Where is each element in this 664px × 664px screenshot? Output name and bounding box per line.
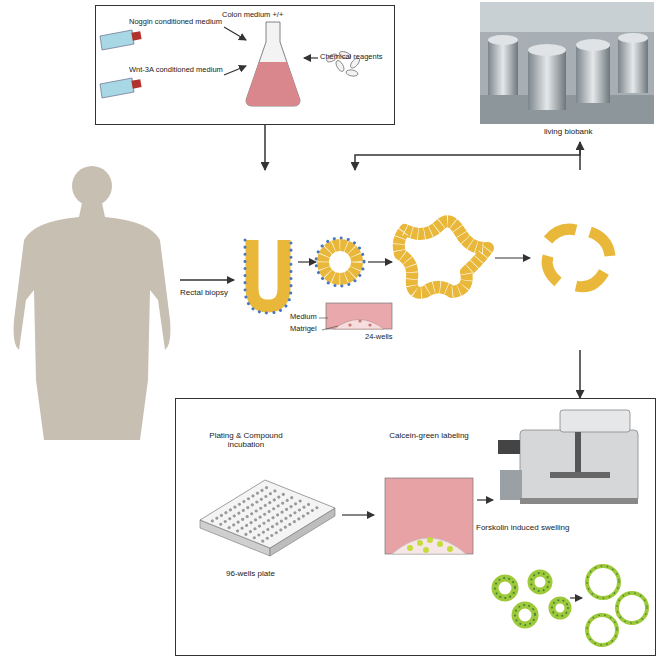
node-text: 24-wells [365, 333, 393, 342]
node-text: Wnt-3A conditioned medium [129, 66, 223, 75]
biobank-node: living biobank [478, 0, 656, 142]
well-dish [326, 303, 392, 329]
node-text: Plating & Compound incubation [196, 431, 296, 449]
flow-arrow [264, 125, 266, 170]
node-text: living biobank [544, 127, 592, 136]
flask [246, 22, 300, 106]
human-silhouette [14, 166, 171, 440]
flow-arrow [355, 142, 580, 170]
well-plate [200, 480, 335, 556]
node-text: 96-wells plate [226, 569, 275, 578]
screening-box: Plating & Compound incubation 96-wells pl… [175, 398, 656, 656]
crypt [245, 240, 291, 313]
bottle [100, 30, 142, 98]
node-text: Forskolin induced swelling [476, 523, 569, 532]
flow-arrow [579, 350, 581, 398]
node-text: Colon medium +/+ [222, 11, 283, 20]
node-text: Calcein-green labeling [384, 431, 474, 440]
budding-organoid [399, 221, 488, 292]
organoid-fragments [547, 229, 610, 287]
organoid [316, 238, 364, 286]
swelling-organoids [495, 566, 647, 645]
biobank-photo [480, 2, 654, 124]
step-label: Rectal biopsy [180, 288, 228, 297]
node-text: Chemical reagents [320, 53, 383, 62]
medium-box: Noggin conditioned mediumWnt-3A conditio… [95, 5, 395, 125]
node-text: Medium [290, 313, 317, 322]
node-text: Noggin conditioned medium [129, 18, 222, 27]
microscope [498, 410, 638, 504]
calcein-well [385, 478, 473, 554]
culture-node: MediumMatrigel 24-wells [235, 170, 655, 350]
node-text: Matrigel [290, 325, 317, 334]
